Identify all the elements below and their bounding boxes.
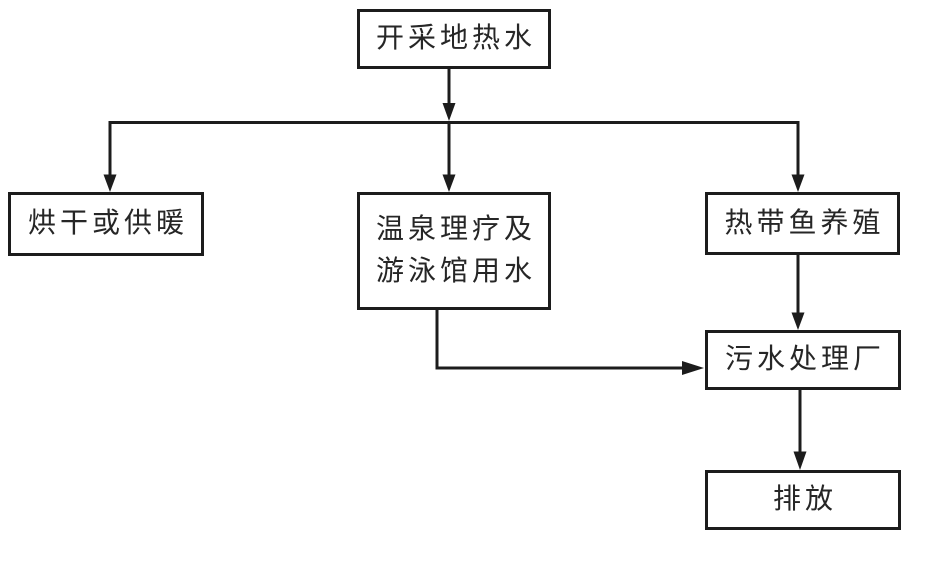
edge-sewage-to-discharge [793,390,807,470]
edge-branch-to-fish [791,121,805,192]
node-discharge: 排放 [705,470,901,530]
node-hot-spring-therapy-pool-water: 温泉理疗及 游泳馆用水 [357,192,551,310]
node-sewage-treatment-plant: 污水处理厂 [705,330,901,390]
node-sewage-label: 污水处理厂 [724,344,885,375]
node-extract-geothermal-water: 开采地热水 [357,9,551,69]
node-fish-label: 热带鱼养殖 [724,207,885,239]
node-spa-label-line1: 温泉理疗及 [375,214,536,245]
node-drying-label: 烘干或供暖 [27,208,188,239]
node-extract-label: 开采地热水 [375,23,536,54]
edge-fish-to-sewage [791,255,805,330]
node-tropical-fish-farming: 热带鱼养殖 [705,192,900,255]
edge-spa-to-sewage [435,310,704,375]
edge-branch-to-spa [442,123,456,192]
edge-branch-to-drying [103,121,117,192]
node-discharge-label: 排放 [772,484,837,515]
node-drying-or-heating: 烘干或供暖 [8,192,204,256]
node-spa-label-line2: 游泳馆用水 [375,256,536,287]
edge-extract-to-branch [442,69,456,121]
